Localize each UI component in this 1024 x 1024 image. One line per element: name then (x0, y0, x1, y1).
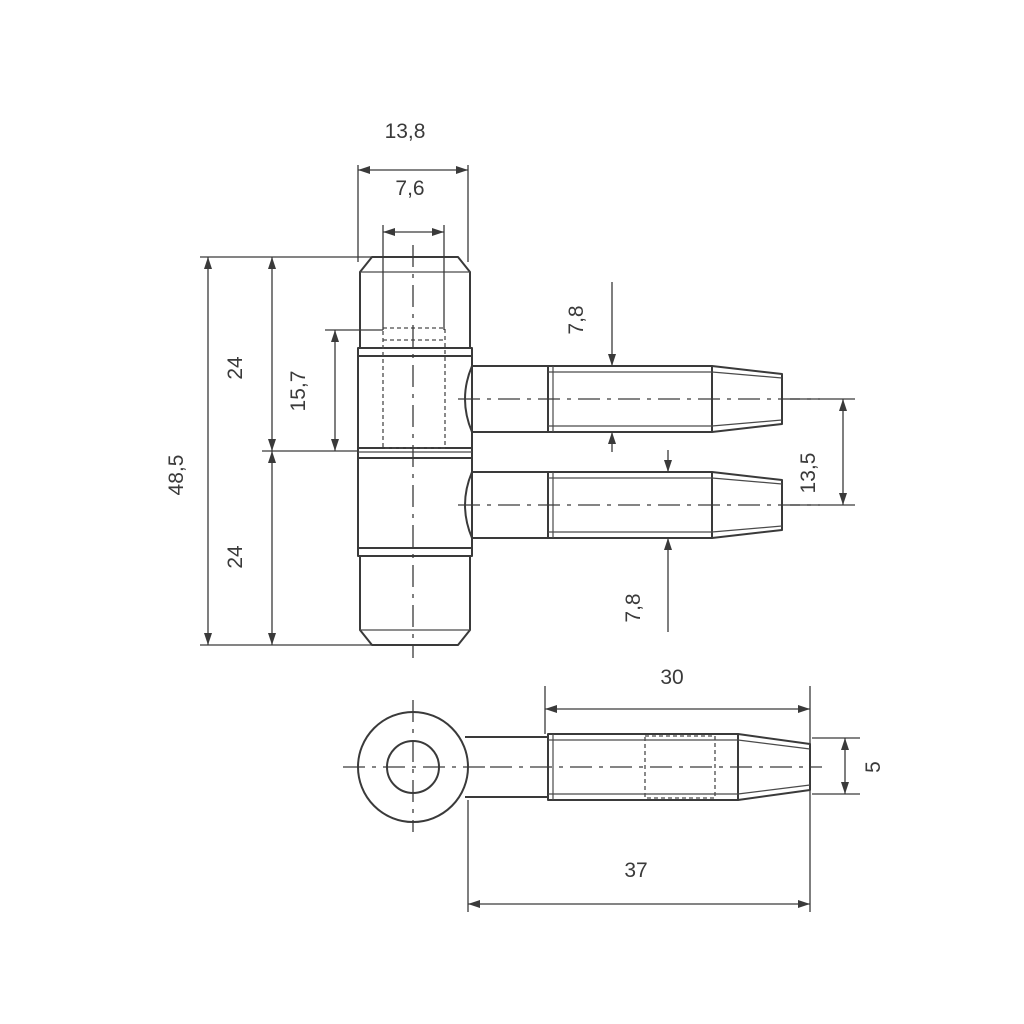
dim-label-pin-spacing: 13,5 (797, 453, 820, 494)
dim-label-upper-height: 24 (224, 356, 247, 380)
dim-label-tip-height: 5 (862, 761, 885, 773)
dim-label-bore-width: 7,6 (395, 177, 424, 200)
hinge-front-view (357, 245, 820, 658)
dim-label-thread-length: 30 (660, 666, 683, 689)
hinge-top-view (343, 700, 822, 832)
dim-label-inner-depth: 15,7 (287, 371, 310, 412)
dim-label-pin-diameter-bottom: 7,8 (622, 593, 645, 622)
dim-label-knuckle-width: 13,8 (385, 120, 426, 143)
dim-label-pin-diameter-top: 7,8 (565, 305, 588, 334)
dimension-lines-front (200, 165, 855, 646)
dim-label-lower-height: 24 (224, 545, 247, 569)
dim-label-total-height: 48,5 (165, 455, 188, 496)
dim-label-pin-length: 37 (624, 859, 647, 882)
dimension-lines-top (467, 686, 860, 912)
